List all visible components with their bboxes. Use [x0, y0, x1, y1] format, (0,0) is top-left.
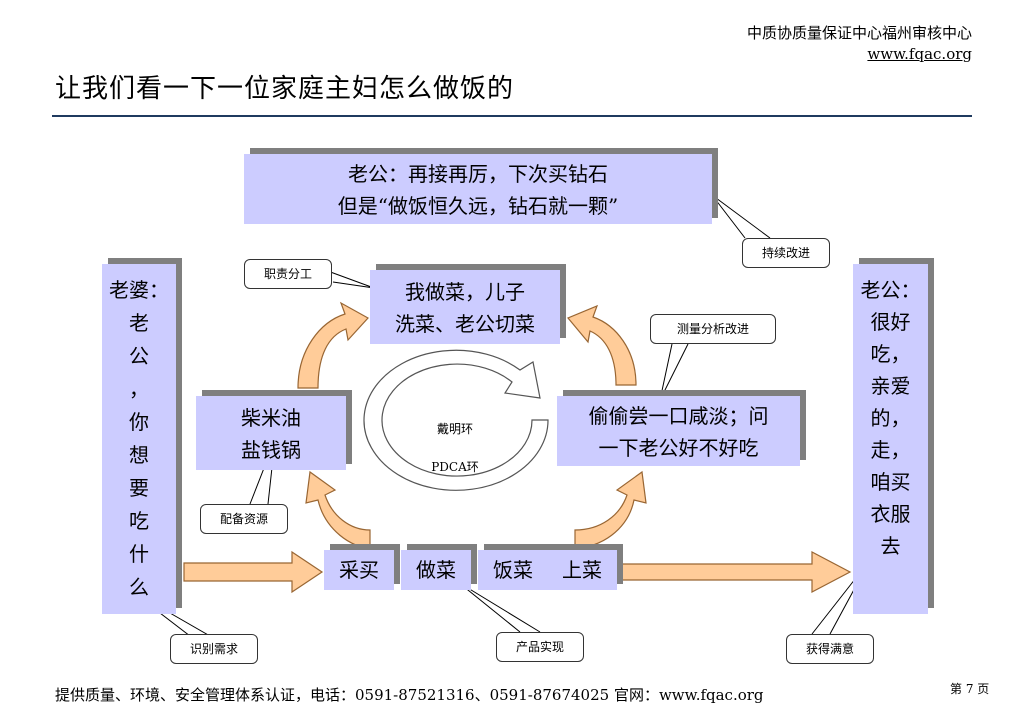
callout-line-measure	[659, 343, 689, 401]
callout-identify-needs: 识别需求	[170, 634, 258, 664]
wife-line: ，	[129, 377, 149, 401]
pdca-cycle-ring	[363, 349, 549, 491]
wife-line: 公	[129, 344, 149, 368]
callout-satisfaction: 获得满意	[786, 634, 874, 664]
taste-check-line1: 偷偷尝一口咸淡；问	[588, 404, 769, 428]
wife-line: 什	[129, 542, 149, 566]
callout-division-of-duties: 职责分工	[244, 259, 332, 289]
callout-line-division	[324, 269, 375, 289]
callout-line-continuous-improvement	[711, 194, 771, 239]
husband-encourage-line2: 但是“做饭恒久远，钻石就一颗”	[337, 194, 619, 218]
curved-arrow-steps-to-supplies	[305, 470, 371, 549]
cooking-line2: 洗菜、老公切菜	[395, 312, 535, 336]
husband-encourage-line1: 老公：再接再厉，下次买钻石	[348, 162, 608, 186]
footer-contact: 提供质量、环境、安全管理体系认证，电话：0591-87521316、0591-8…	[55, 686, 764, 704]
taste-check-line2: 一下老公好不好吃	[598, 436, 759, 460]
callout-product-realization: 产品实现	[496, 632, 584, 662]
husband-line: 很好	[870, 310, 911, 334]
wife-line: 么	[129, 575, 149, 599]
cooking-line1: 我做菜，儿子	[405, 280, 525, 304]
wife-line: 要	[129, 476, 149, 500]
husband-line: 老公：	[860, 278, 921, 302]
wife-line: 吃	[129, 509, 149, 533]
taste-check-box: 偷偷尝一口咸淡；问 一下老公好不好吃	[557, 396, 800, 466]
curved-arrow-steps-to-taste	[574, 470, 647, 549]
step-serve-box: 上菜	[547, 550, 617, 590]
husband-line: 亲爱	[870, 374, 911, 398]
husband-box: 老公： 很好 吃， 亲爱 的， 走， 咱买 衣服 去	[853, 264, 928, 614]
husband-line: 走，	[870, 438, 911, 462]
husband-line: 咱买	[870, 470, 911, 494]
step-meal-box: 饭菜	[478, 550, 548, 590]
supplies-line1: 柴米油	[241, 406, 301, 430]
page-number: 第 7 页	[950, 682, 990, 696]
curved-arrow-taste-to-cook	[567, 304, 637, 386]
cooking-box: 我做菜，儿子 洗菜、老公切菜	[370, 270, 560, 344]
husband-line: 吃，	[870, 342, 911, 366]
callout-allocate-resources: 配备资源	[200, 504, 288, 534]
wife-line: 想	[129, 443, 149, 467]
husband-line: 衣服	[870, 502, 911, 526]
callout-continuous-improvement: 持续改进	[742, 238, 830, 268]
arrow-steps-to-husband	[619, 551, 852, 593]
husband-line: 的，	[870, 406, 911, 430]
husband-line: 去	[880, 534, 901, 558]
step-cook-box: 做菜	[401, 550, 471, 590]
deming-cycle-label: 戴明环	[436, 422, 473, 436]
curved-arrow-supplies-to-cook	[297, 301, 369, 389]
step-purchase-box: 采买	[324, 550, 394, 590]
page-title: 让我们看一下一位家庭主妇怎么做饭的	[55, 74, 515, 104]
supplies-box: 柴米油 盐钱锅	[196, 396, 346, 470]
pdca-cycle-label: PDCA环	[431, 460, 479, 474]
wife-line: 老	[129, 311, 149, 335]
header-org: 中质协质量保证中心福州审核中心	[746, 24, 972, 42]
arrow-wife-to-steps	[183, 550, 324, 594]
title-rule	[52, 115, 972, 117]
header-url-link[interactable]: www.fqac.org	[867, 45, 972, 63]
supplies-line2: 盐钱锅	[241, 438, 301, 462]
wife-box: 老婆： 老 公 ， 你 想 要 吃 什 么	[102, 264, 176, 614]
callout-measure-analyze-improve: 测量分析改进	[650, 314, 776, 344]
wife-line: 你	[129, 410, 149, 434]
husband-encourage-box: 老公：再接再厉，下次买钻石 但是“做饭恒久远，钻石就一颗”	[244, 154, 712, 224]
wife-line: 老婆：	[109, 278, 169, 302]
